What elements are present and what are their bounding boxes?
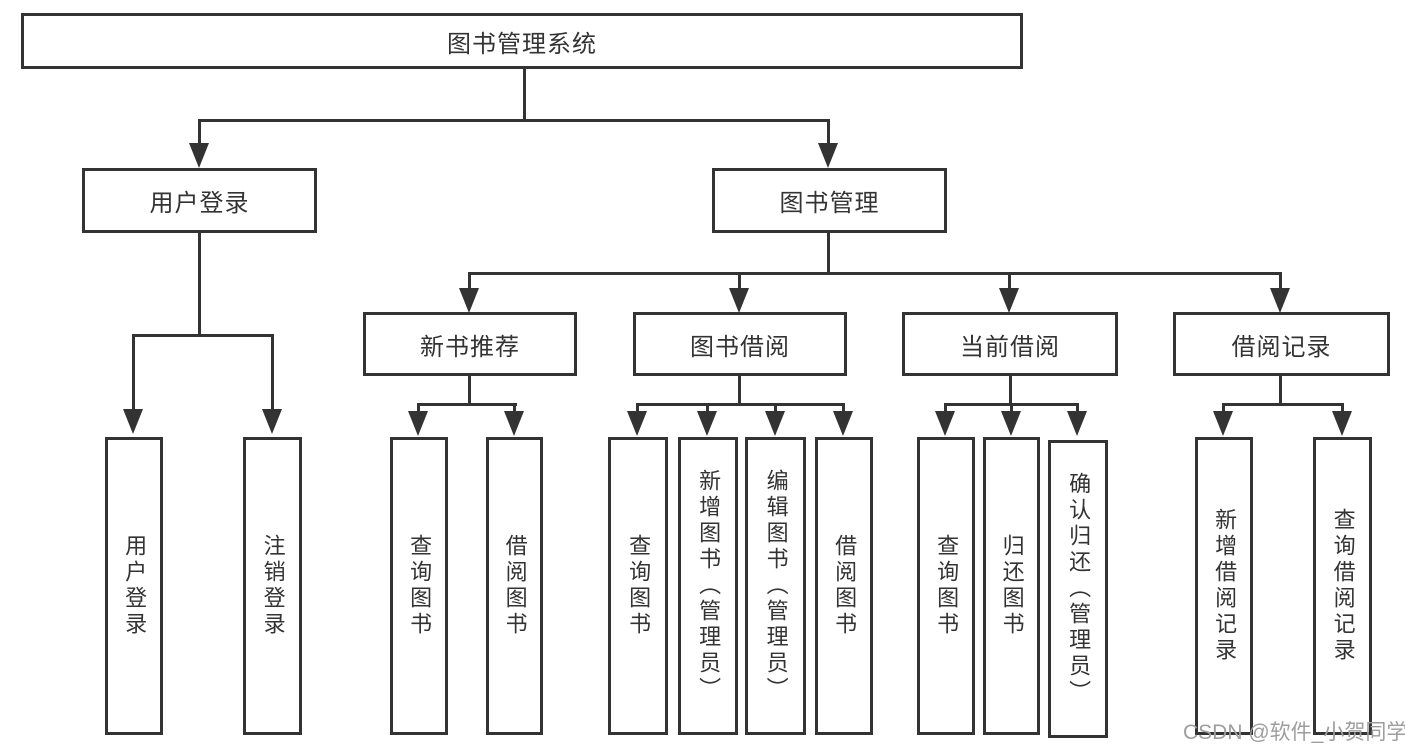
node-label: 图书管理	[779, 190, 880, 217]
node-label: 图书管理系统	[447, 30, 597, 58]
connector-line	[198, 119, 830, 122]
connector-line	[468, 272, 471, 290]
arrow-down-icon	[765, 411, 785, 436]
node-label: 借阅图书	[502, 534, 528, 638]
arrow-down-icon	[818, 143, 838, 168]
node-label: 用户登录	[122, 534, 148, 638]
leaf-query-books-current: 查询图书	[917, 437, 975, 735]
connector-line	[842, 403, 845, 413]
connector-line	[1009, 375, 1012, 406]
arrow-down-icon	[262, 409, 282, 434]
arrow-down-icon	[697, 411, 717, 436]
node-current-borrowing: 当前借阅	[902, 312, 1118, 376]
connector-line	[198, 232, 201, 337]
arrow-down-icon	[189, 143, 209, 168]
arrow-down-icon	[1067, 411, 1087, 436]
arrow-down-icon	[999, 288, 1019, 313]
connector-line	[1010, 403, 1013, 413]
node-book-management: 图书管理	[712, 168, 947, 233]
connector-line	[513, 403, 516, 413]
connector-line	[271, 334, 274, 411]
connector-line	[1222, 403, 1225, 413]
node-label: 查询图书	[934, 534, 960, 638]
connector-line	[468, 272, 1282, 275]
arrow-down-icon	[1270, 288, 1290, 313]
leaf-borrow-books-recommend: 借阅图书	[486, 437, 543, 735]
connector-line	[827, 232, 830, 275]
connector-line	[468, 375, 471, 406]
arrow-down-icon	[504, 411, 524, 436]
connector-line	[1222, 403, 1343, 406]
arrow-down-icon	[935, 411, 955, 436]
arrow-down-icon	[408, 411, 428, 436]
csdn-watermark: CSDN @软件_小贺同学	[1183, 721, 1405, 744]
node-label: 确认归还（管理员）	[1066, 472, 1092, 706]
node-label: 查询图书	[626, 534, 652, 638]
node-book-borrowing: 图书借阅	[633, 312, 847, 376]
node-label: 新书推荐	[420, 333, 520, 361]
leaf-add-book-admin: 新增图书（管理员）	[678, 437, 738, 735]
connector-line	[523, 69, 526, 121]
arrow-down-icon	[1001, 411, 1021, 436]
node-label: 查询借阅记录	[1330, 508, 1356, 664]
node-user-login: 用户登录	[82, 168, 317, 233]
node-library-management-system: 图书管理系统	[21, 13, 1023, 69]
leaf-query-borrow-record: 查询借阅记录	[1313, 437, 1372, 735]
connector-line	[1279, 375, 1282, 406]
connector-line	[1341, 403, 1344, 413]
node-label: 编辑图书（管理员）	[763, 469, 789, 703]
node-new-book-recommendation: 新书推荐	[363, 312, 577, 376]
leaf-confirm-return-admin: 确认归还（管理员）	[1048, 440, 1108, 738]
connector-line	[636, 403, 639, 413]
arrow-down-icon	[833, 411, 853, 436]
arrow-down-icon	[123, 409, 143, 434]
node-label: 归还图书	[999, 534, 1025, 638]
node-label: 新增图书（管理员）	[696, 469, 722, 703]
leaf-query-books-recommend: 查询图书	[390, 437, 448, 735]
leaf-add-borrow-record: 新增借阅记录	[1195, 437, 1253, 735]
connector-line	[417, 403, 517, 406]
connector-line	[827, 119, 830, 145]
arrow-down-icon	[459, 288, 479, 313]
connector-line	[706, 403, 709, 413]
connector-line	[132, 334, 274, 337]
arrow-down-icon	[627, 411, 647, 436]
arrow-down-icon	[1213, 411, 1233, 436]
node-label: 注销登录	[260, 534, 286, 638]
arrow-down-icon	[1332, 411, 1352, 436]
node-label: 当前借阅	[960, 333, 1060, 361]
connector-line	[944, 403, 947, 413]
leaf-query-books-borrowing: 查询图书	[608, 437, 668, 735]
node-label: 图书借阅	[690, 333, 790, 361]
connector-line	[1076, 403, 1079, 413]
node-label: 新增借阅记录	[1212, 508, 1238, 664]
node-borrowing-records: 借阅记录	[1173, 312, 1390, 376]
node-label: 用户登录	[149, 190, 250, 217]
connector-line	[774, 403, 777, 413]
node-label: 借阅图书	[832, 534, 858, 638]
leaf-logout: 注销登录	[243, 437, 302, 735]
node-label: 查询图书	[407, 534, 433, 638]
connector-line	[738, 375, 741, 406]
leaf-return-books: 归还图书	[983, 437, 1040, 735]
connector-line	[198, 119, 201, 145]
leaf-borrow-books-borrowing: 借阅图书	[815, 437, 873, 735]
connector-line	[636, 403, 845, 406]
connector-line	[1279, 272, 1282, 290]
arrow-down-icon	[729, 288, 749, 313]
connector-line	[417, 403, 420, 413]
leaf-edit-book-admin: 编辑图书（管理员）	[745, 437, 806, 735]
node-label: 借阅记录	[1231, 333, 1332, 361]
leaf-user-login: 用户登录	[105, 437, 163, 735]
connector-line	[132, 334, 135, 411]
connector-line	[738, 272, 741, 290]
connector-line	[1008, 272, 1011, 290]
